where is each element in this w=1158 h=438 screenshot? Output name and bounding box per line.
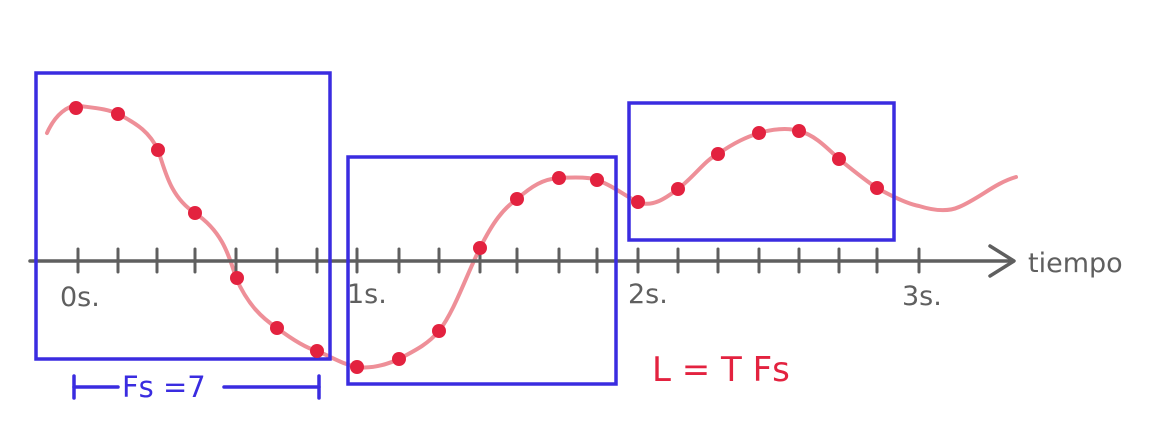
sample-point-1 [69,101,83,115]
sample-point-12 [510,192,524,206]
sample-point-21 [870,181,884,195]
frame-length-formula: L = T Fs [652,350,790,390]
sample-point-20 [832,152,846,166]
tick-label-1s: 1s. [347,279,387,310]
sample-point-6 [270,321,284,335]
tick-label-3s: 3s. [902,281,942,312]
sample-point-3 [151,143,165,157]
sample-point-2 [111,107,125,121]
sample-point-19 [792,124,806,138]
axis-label-tiempo: tiempo [1028,248,1123,279]
tick-label-2s: 2s. [628,279,668,310]
signal-curve [45,103,1018,370]
sample-point-17 [711,147,725,161]
frame-box-3 [627,101,896,242]
frame-box-1 [34,71,332,361]
time-axis-arrowhead [988,244,1016,278]
frame-box-2 [346,155,618,386]
sample-point-5 [230,271,244,285]
sample-point-11 [473,241,487,255]
sample-points [69,101,884,374]
axis-ticks [76,247,921,274]
sample-point-4 [188,206,202,220]
sample-point-18 [752,126,766,140]
sample-point-14 [590,173,604,187]
sample-point-10 [432,324,446,338]
tick-label-0s: 0s. [60,282,100,313]
frame-size-label: Fs =7 [122,370,206,404]
sample-point-7 [310,344,324,358]
sample-point-8 [350,360,364,374]
sample-point-13 [552,171,566,185]
sample-point-9 [392,352,406,366]
sample-point-16 [671,182,685,196]
sample-point-15 [631,195,645,209]
